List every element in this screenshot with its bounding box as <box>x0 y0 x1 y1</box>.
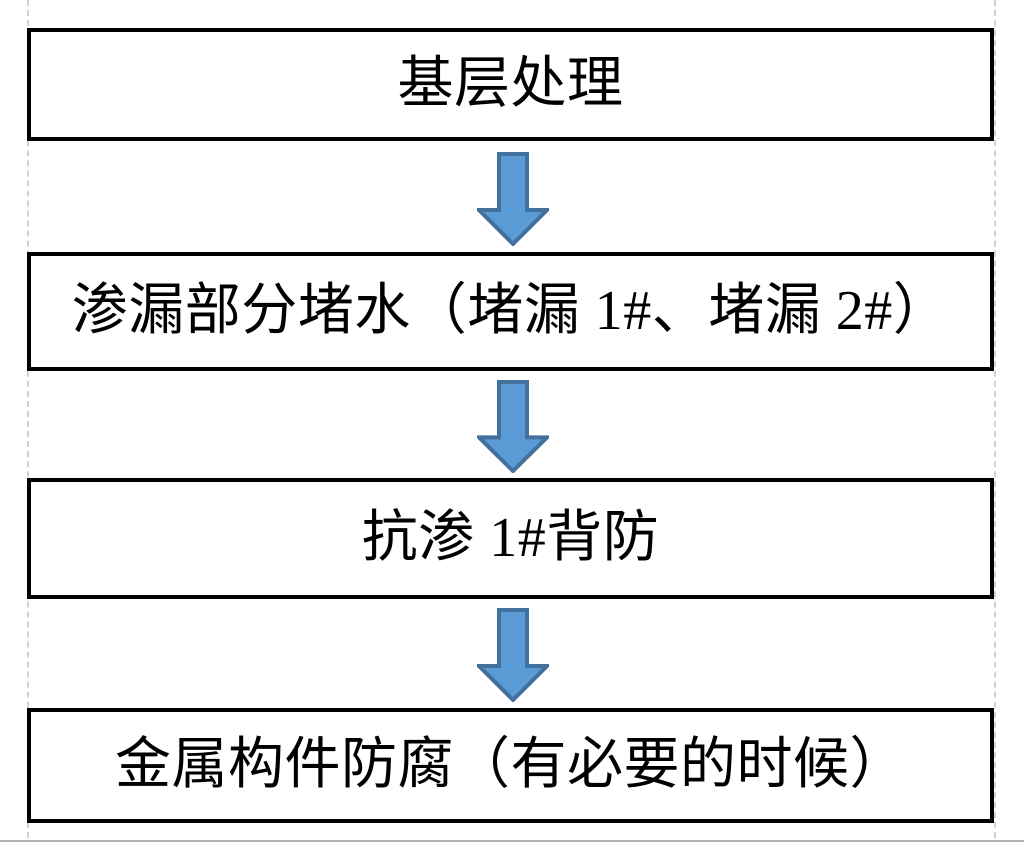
flow-node-base-treatment[interactable]: 基层处理 <box>27 28 994 141</box>
flow-node-leak-plugging[interactable]: 渗漏部分堵水（堵漏 1#、堵漏 2#） <box>27 252 994 371</box>
connector-arrow-2 <box>477 380 549 473</box>
page-boundary-guide-left <box>27 0 29 838</box>
flow-node-label: 基层处理 <box>397 52 624 115</box>
arrow-down-icon <box>477 608 549 702</box>
flow-node-anti-seepage[interactable]: 抗渗 1#背防 <box>27 478 994 599</box>
page-boundary-guide-right <box>994 0 996 838</box>
flow-node-label: 金属构件防腐（有必要的时候） <box>115 733 906 796</box>
flow-node-label: 渗漏部分堵水（堵漏 1#、堵漏 2#） <box>71 279 950 342</box>
flow-node-label: 抗渗 1#背防 <box>361 506 660 569</box>
arrow-down-icon <box>477 152 549 246</box>
page-bottom-rule <box>0 840 1024 842</box>
arrow-down-icon <box>477 380 549 473</box>
connector-arrow-3 <box>477 608 549 702</box>
connector-arrow-1 <box>477 152 549 246</box>
flow-node-metal-anticorrosion[interactable]: 金属构件防腐（有必要的时候） <box>27 708 994 823</box>
